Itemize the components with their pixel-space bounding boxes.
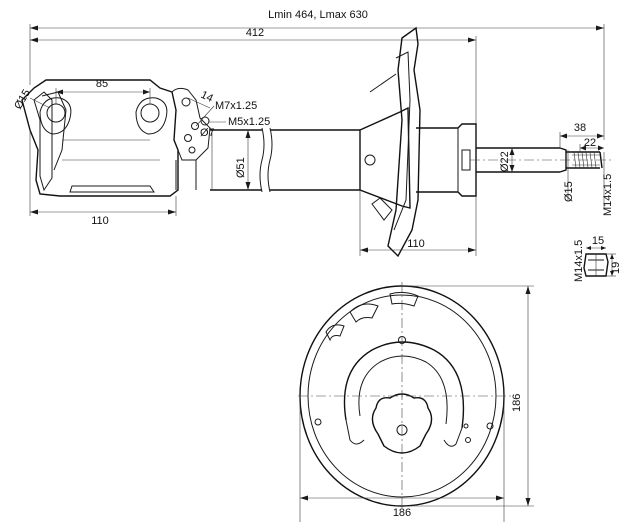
nut-width-dimension: 19 [606, 253, 622, 277]
thread-sub-length-dimension: 22 [579, 137, 604, 152]
thread-length-dimension: 38 [559, 122, 604, 148]
rod-tip-diameter-label: Ø15 [563, 181, 575, 202]
bracket-hole-right [140, 103, 160, 123]
hex-nut [583, 253, 609, 277]
bracket-hole-spacing-dimension: 85 [55, 78, 151, 104]
seat-weld-hole [364, 154, 376, 166]
small-hole-diameter-ref [200, 116, 210, 126]
upper-tube [416, 123, 477, 197]
thread-b-dimension: M5x1.25 [208, 116, 270, 128]
bracket-length-label: 110 [91, 215, 109, 227]
seat-height-dimension: 186 [402, 285, 534, 507]
nut-height-dimension: 15 [586, 235, 606, 250]
body-length-label: 412 [246, 27, 264, 39]
tube-diameter-dimension: Ø51 [235, 130, 251, 190]
seat-center-mount [371, 393, 433, 454]
small-radius-dimension: 14 [187, 89, 215, 109]
shock-body-tube [210, 127, 360, 193]
thread-a-dimension: M7x1.25 [195, 100, 257, 127]
small-hole-label: Ø7 [200, 127, 215, 139]
small-radius-label: 14 [199, 89, 215, 105]
nut-width-label: 19 [610, 262, 622, 274]
small-hole-dimension: Ø7 [200, 127, 215, 139]
seat-height-label: 186 [511, 394, 523, 412]
bracket-hole-diameter-label: Ø15 [12, 87, 33, 111]
rod-diameter-label: Ø22 [499, 151, 511, 172]
thread-length-label: 38 [574, 122, 586, 134]
seat-slot-2 [349, 303, 379, 323]
lower-spring-seat [359, 26, 421, 258]
small-tab-hole [181, 97, 191, 107]
seat-width-label: 186 [393, 507, 411, 519]
seat-width-dimension: 186 [299, 396, 505, 522]
bracket-hole-spacing-label: 85 [96, 78, 108, 90]
overall-length-dimension: Lmin 464, Lmax 630 [29, 9, 605, 140]
rod-tip-diameter-dimension: Ø15 [563, 150, 575, 202]
overall-length-label: Lmin 464, Lmax 630 [268, 9, 368, 21]
seat-slot-1 [325, 324, 345, 342]
seat-slot-3 [389, 291, 419, 307]
knuckle-bracket [21, 79, 211, 197]
seat-length-label: 110 [407, 238, 425, 250]
thread-a-label: M7x1.25 [215, 100, 257, 112]
nut-thread-label: M14x1.5 [573, 240, 585, 282]
tube-diameter-label: Ø51 [235, 157, 247, 178]
rod-diameter-dimension: Ø22 [499, 148, 515, 172]
seat-length-dimension: 110 [359, 190, 477, 256]
nut-height-label: 15 [592, 235, 604, 247]
nut-thread-dimension: M14x1.5 [573, 240, 585, 282]
bracket-length-dimension: 110 [29, 130, 177, 227]
rod-thread-label: M14x1.5 [602, 174, 614, 216]
thread-b-label: M5x1.25 [228, 116, 270, 128]
bracket-hole-left [46, 103, 66, 123]
rod-thread-dimension: M14x1.5 [602, 152, 614, 216]
thread-sub-length-label: 22 [584, 137, 596, 149]
